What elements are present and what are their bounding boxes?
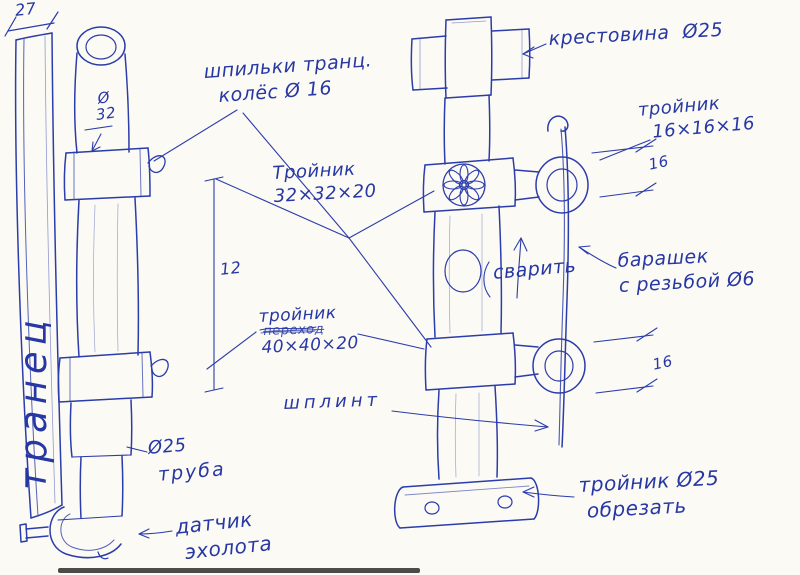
- bottom-clamp: [19, 506, 123, 560]
- scan-edge-artifact: [58, 568, 420, 573]
- dimension-lines: [84, 125, 658, 394]
- transom-board: [14, 32, 63, 519]
- rosette-petals: [443, 164, 485, 206]
- left-pipe-assembly: [57, 26, 169, 519]
- base-plate: [394, 477, 540, 529]
- cross-fitting: [410, 16, 531, 99]
- dimension-27-marks: [4, 11, 59, 37]
- retaining-rod: [547, 115, 570, 448]
- leader-lines: [126, 43, 651, 539]
- right-pipe-assembly: [422, 94, 589, 480]
